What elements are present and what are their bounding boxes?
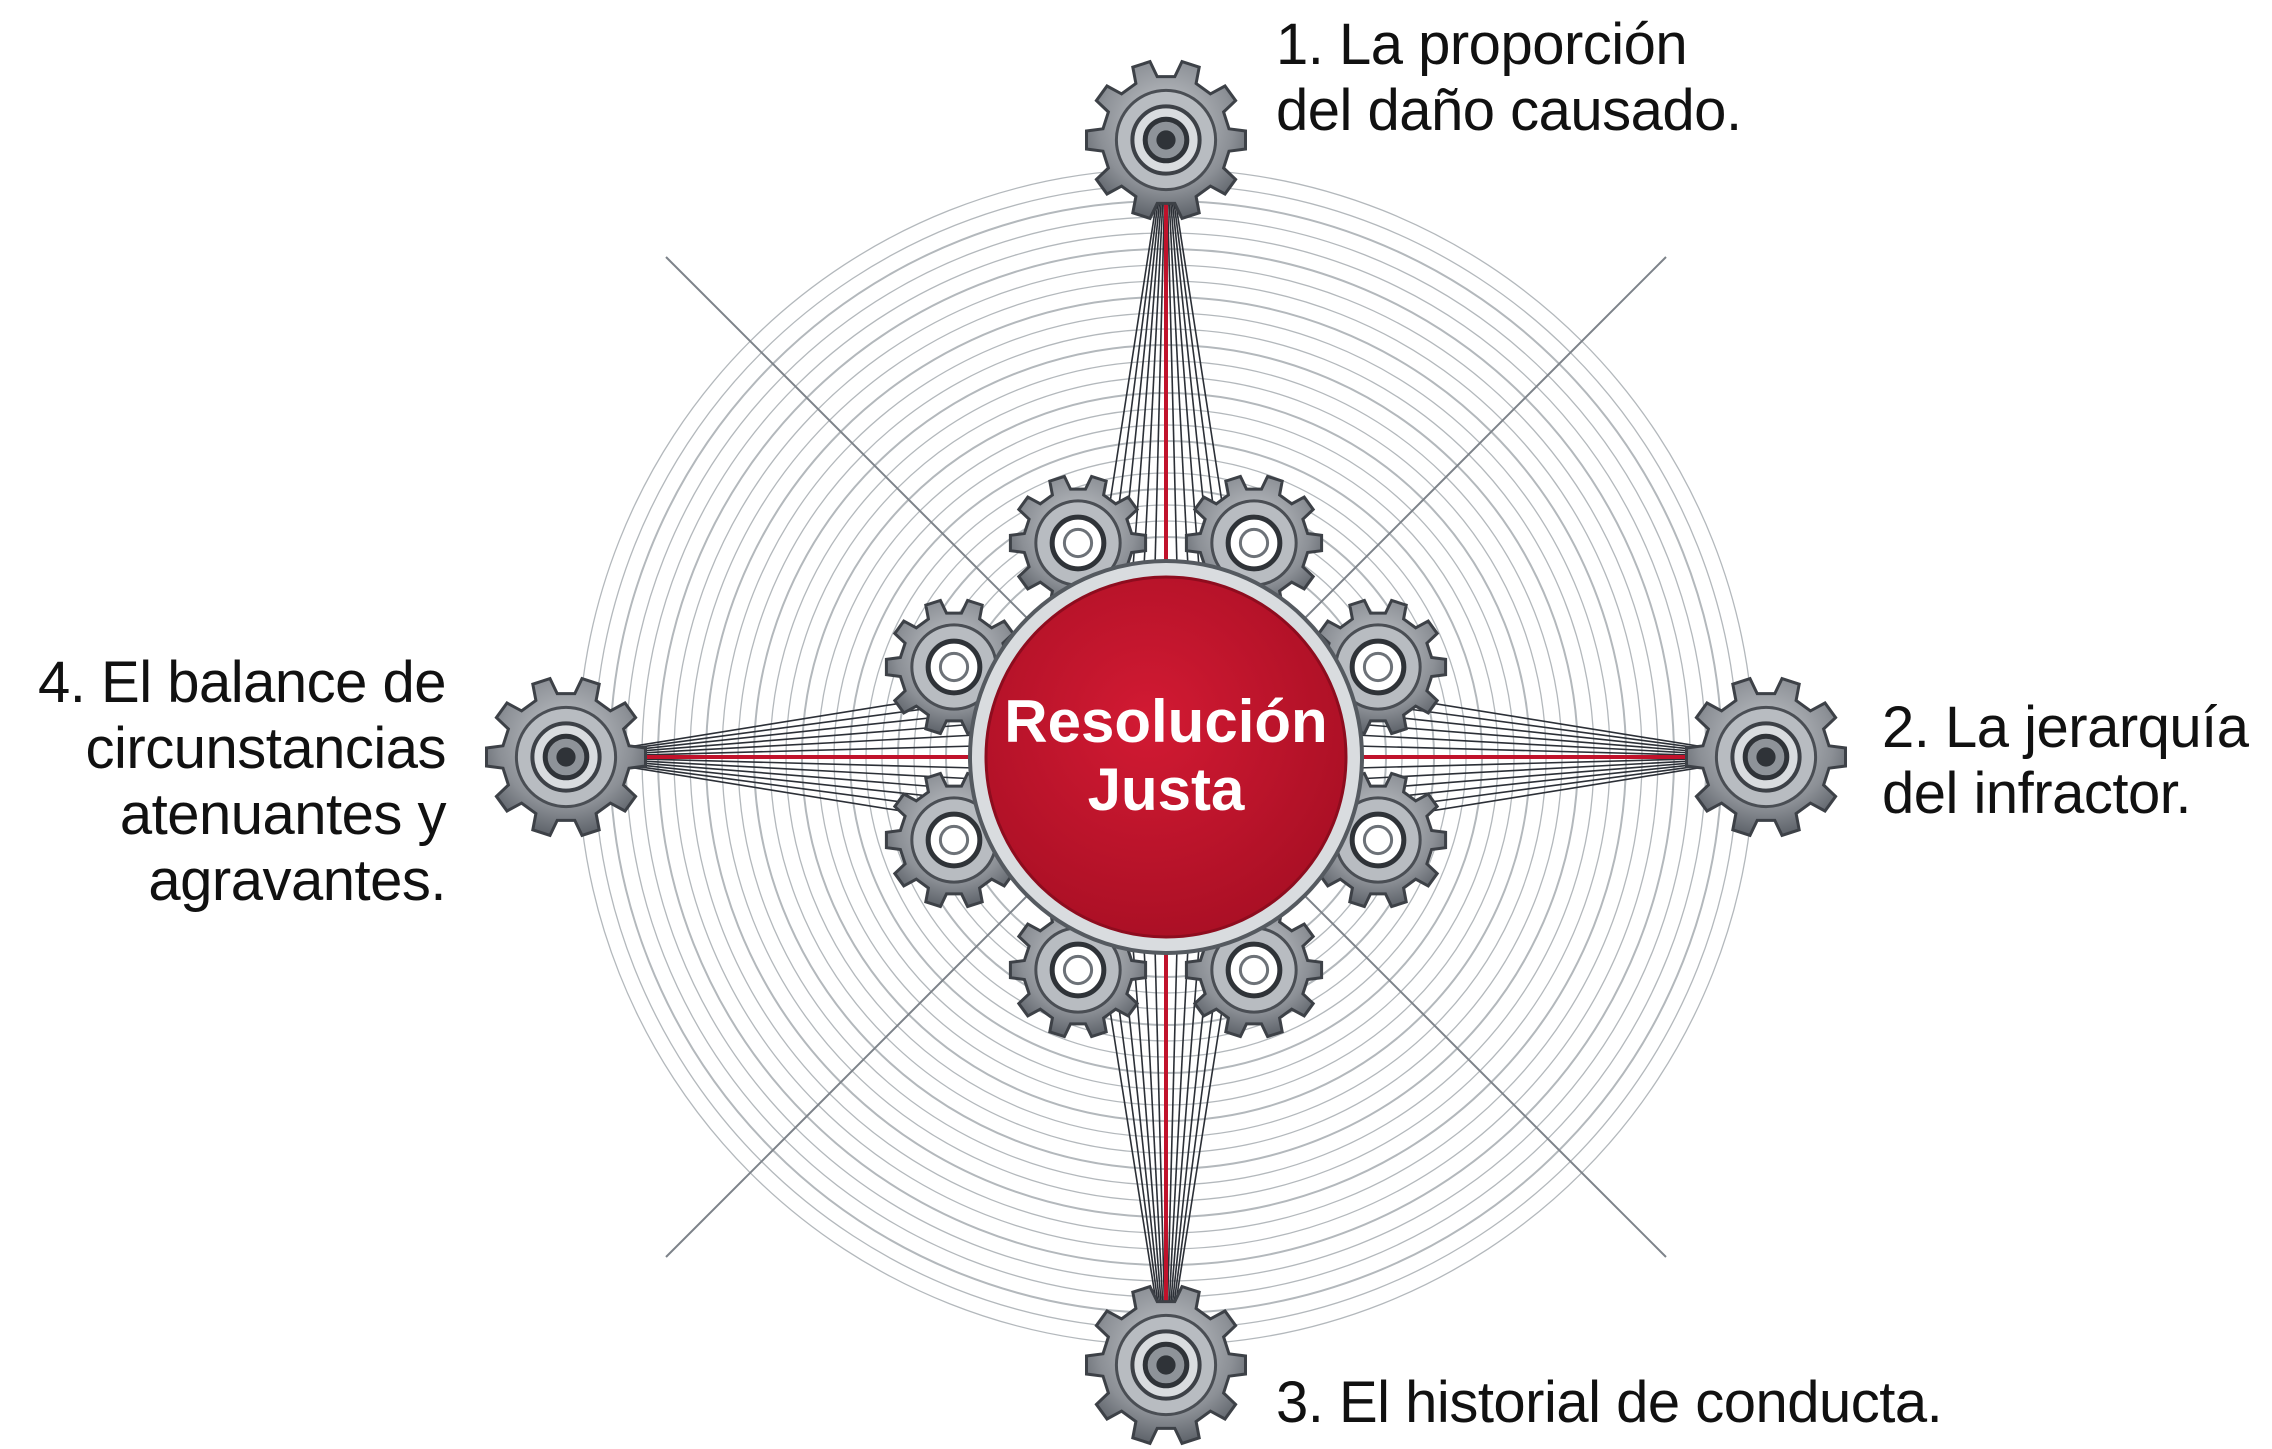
center-title-line-2: Justa <box>1087 756 1245 823</box>
factor-label-3: 3. El historial de conducta. <box>1276 1370 1943 1436</box>
gear-icon <box>1085 59 1247 221</box>
hub-disc <box>984 575 1348 939</box>
spoke-line <box>1110 946 1167 1366</box>
factor-4-line-4: agravantes. <box>148 848 446 913</box>
spoke-line <box>1165 946 1189 1366</box>
spoke-line <box>1165 139 1200 568</box>
factor-2-line-2: del infractor. <box>1882 761 2191 826</box>
factor-4-line-2: circunstancias <box>85 716 447 781</box>
gear-icon <box>1685 676 1847 838</box>
factor-label-4: 4. El balance de circunstancias atenuant… <box>38 650 446 914</box>
spoke-line <box>1132 139 1167 568</box>
spoke-line <box>1143 946 1167 1366</box>
spoke-line <box>1110 139 1167 568</box>
outer-gears <box>485 59 1847 1446</box>
factor-4-line-3: atenuantes y <box>119 782 447 847</box>
spoke-line <box>1121 139 1167 568</box>
center-hub <box>968 559 1364 955</box>
factor-label-2: 2. La jerarquía del infractor. <box>1882 695 2249 827</box>
spoke-line <box>1165 946 1222 1366</box>
gear-icon <box>1308 598 1448 736</box>
factor-1-line-2: del daño causado. <box>1276 78 1742 143</box>
gear-icon <box>485 676 647 838</box>
spoke-line <box>1132 946 1167 1366</box>
spoke-line <box>1165 946 1200 1366</box>
spoke-line <box>1165 139 1222 568</box>
inner-gears <box>884 474 1448 1039</box>
center-title: Resolución Justa <box>966 688 1366 824</box>
factor-1-line-1: 1. La proporción <box>1276 12 1688 77</box>
gear-icon <box>1085 1284 1247 1446</box>
spoke-line <box>1165 139 1211 568</box>
center-title-line-1: Resolución <box>1004 688 1328 755</box>
factor-2-line-1: 2. La jerarquía <box>1882 695 2249 760</box>
factor-4-line-1: 4. El balance de <box>38 650 446 715</box>
factor-label-1: 1. La proporción del daño causado. <box>1276 12 1742 144</box>
spoke-line <box>1165 139 1189 568</box>
factor-3-line-1: 3. El historial de conducta. <box>1276 1370 1943 1435</box>
spoke-line <box>1143 139 1167 568</box>
